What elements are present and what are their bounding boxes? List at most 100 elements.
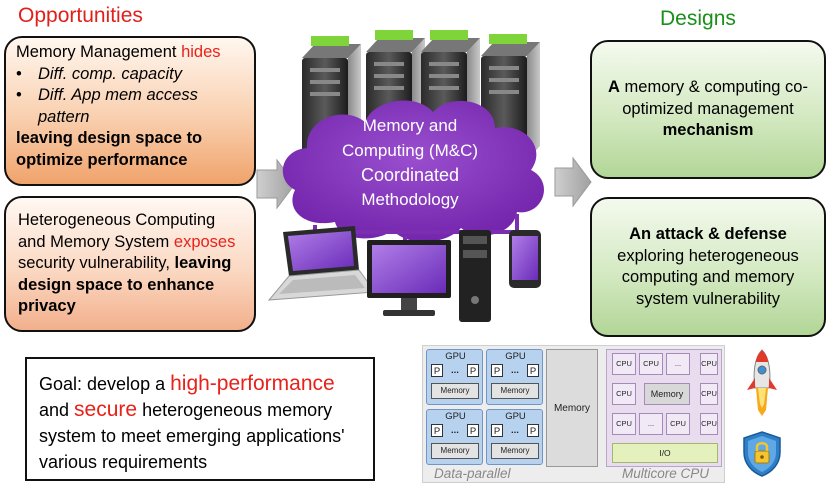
opportunity1-bullet-text: Diff. App mem access pattern <box>38 86 198 126</box>
tower-pc-icon <box>459 230 491 322</box>
cpu-cell-label: CPU <box>616 419 632 428</box>
opportunity2-text2: security vulnerability, <box>18 254 175 272</box>
cpu-cell-label: CPU <box>701 359 717 368</box>
opportunity1-conclusion: leaving design space to optimize perform… <box>16 129 203 169</box>
processor-cell: P <box>491 364 503 377</box>
processor-cell: P <box>467 424 479 437</box>
cpu-cell-label: CPU <box>643 359 659 368</box>
opportunities-header: Opportunities <box>18 4 143 27</box>
shared-memory-label: Memory <box>553 402 591 414</box>
design1-text: A memory & computing co-optimized manage… <box>600 77 816 142</box>
processor-cell: P <box>491 424 503 437</box>
design2-text: An attack & defense exploring heterogene… <box>600 224 816 310</box>
cpu-memory-cell: Memory <box>644 383 690 405</box>
processor-ellipsis: ... <box>451 425 459 436</box>
opportunity1-highlight: hides <box>181 43 221 61</box>
opportunity-heterogeneous-security: Heterogeneous Computing and Memory Syste… <box>4 196 256 332</box>
cpu-core: CPU <box>612 383 636 405</box>
goal-highlight-secure: secure <box>74 398 138 421</box>
processor-cell: P <box>527 424 539 437</box>
gpu-memory-label: Memory <box>440 386 470 395</box>
gpu-memory-label: Memory <box>440 446 470 455</box>
cloud-label: Memory and Computing (M&C) Coordinated M… <box>330 114 490 212</box>
processor-label: P <box>493 366 501 377</box>
processor-label: P <box>529 366 537 377</box>
design-comanagement-mechanism: A memory & computing co-optimized manage… <box>590 40 826 179</box>
cloud-shape <box>282 100 544 242</box>
gpu-memory-cell: Memory <box>491 383 539 399</box>
processor-cell: P <box>467 364 479 377</box>
processor-label: P <box>469 366 477 377</box>
opportunity2-text: Heterogeneous Computing and Memory Syste… <box>18 211 216 251</box>
opportunity1-prefix: Memory Management <box>16 43 182 61</box>
gpu-memory-cell: Memory <box>431 383 479 399</box>
processor-label: P <box>433 426 441 437</box>
cpu-cell-label: CPU <box>701 389 717 398</box>
design1-bold-a: A <box>608 78 620 97</box>
io-label: I/O <box>659 448 671 458</box>
cpu-ellipsis-cell: ... <box>639 413 663 435</box>
gpu-label: GPU <box>505 351 526 362</box>
cpu-core: CPU <box>666 413 690 435</box>
rocket-icon <box>747 349 777 416</box>
smartphone-icon <box>509 230 541 288</box>
cpu-cell-label: CPU <box>701 419 717 428</box>
cpu-cell-label: ... <box>674 359 682 368</box>
arrow-right-icon <box>554 156 592 208</box>
cpu-core: CPU <box>639 353 663 375</box>
methodology-illustration <box>256 30 592 322</box>
processor-ellipsis: ... <box>511 425 519 436</box>
cpu-ellipsis-cell: ... <box>666 353 690 375</box>
cpu-cell-label: Memory <box>650 389 684 399</box>
cloud-line1: Memory and <box>362 116 458 135</box>
cpu-cell-label: CPU <box>670 419 686 428</box>
processor-ellipsis: ... <box>451 365 459 376</box>
designs-header: Designs <box>660 7 736 30</box>
gpu-label: GPU <box>445 411 466 422</box>
design1-body: memory & computing co-optimized manageme… <box>619 78 808 118</box>
gpu-memory-label: Memory <box>500 446 530 455</box>
goal-text: Goal: develop a <box>39 374 171 394</box>
data-parallel-label: Data-parallel <box>434 466 511 481</box>
gpu-label: GPU <box>505 411 526 422</box>
processor-cell: P <box>431 424 443 437</box>
opportunity1-line1: Memory Management hides <box>16 42 244 64</box>
monitor-icon <box>367 240 451 316</box>
goal-highlight-performance: high-performance <box>170 372 335 395</box>
laptop-icon <box>267 226 376 301</box>
goal-text2: and <box>39 400 75 420</box>
io-block: I/O <box>612 443 718 463</box>
opportunity-memory-management: Memory Management hides •Diff. comp. cap… <box>4 36 256 186</box>
opportunity1-bullet-text: Diff. comp. capacity <box>38 64 182 83</box>
cpu-cell-label: CPU <box>616 389 632 398</box>
processor-cell: P <box>527 364 539 377</box>
gpu-memory-label: Memory <box>500 386 530 395</box>
cpu-cell-label: ... <box>647 419 655 428</box>
design-attack-defense: An attack & defense exploring heterogene… <box>590 197 826 337</box>
opportunity2-highlight: exposes <box>173 232 236 251</box>
design2-body: exploring heterogeneous computing and me… <box>617 246 799 308</box>
cpu-cell-label: CPU <box>616 359 632 368</box>
design1-bold-mechanism: mechanism <box>662 121 754 140</box>
processor-ellipsis: ... <box>511 365 519 376</box>
cpu-core: CPU <box>700 383 718 405</box>
gpu-memory-cell: Memory <box>491 443 539 459</box>
cloud-line2: Computing (M&C) <box>341 140 479 160</box>
processor-label: P <box>493 426 501 437</box>
processor-cell: P <box>431 364 443 377</box>
goal-box: Goal: develop a high-performance and sec… <box>25 357 375 481</box>
cpu-core: CPU <box>700 353 718 375</box>
multicore-cpu-label: Multicore CPU <box>622 466 710 481</box>
cpu-core: CPU <box>700 413 718 435</box>
cloud-line3: Coordinated <box>360 165 460 185</box>
opportunity1-bullet: •Diff. App mem access pattern <box>16 85 244 128</box>
opportunity2-conclusion: leaving design space to enhance privacy <box>18 254 232 315</box>
processor-label: P <box>469 426 477 437</box>
cpu-core: CPU <box>612 413 636 435</box>
cpu-core: CPU <box>612 353 636 375</box>
